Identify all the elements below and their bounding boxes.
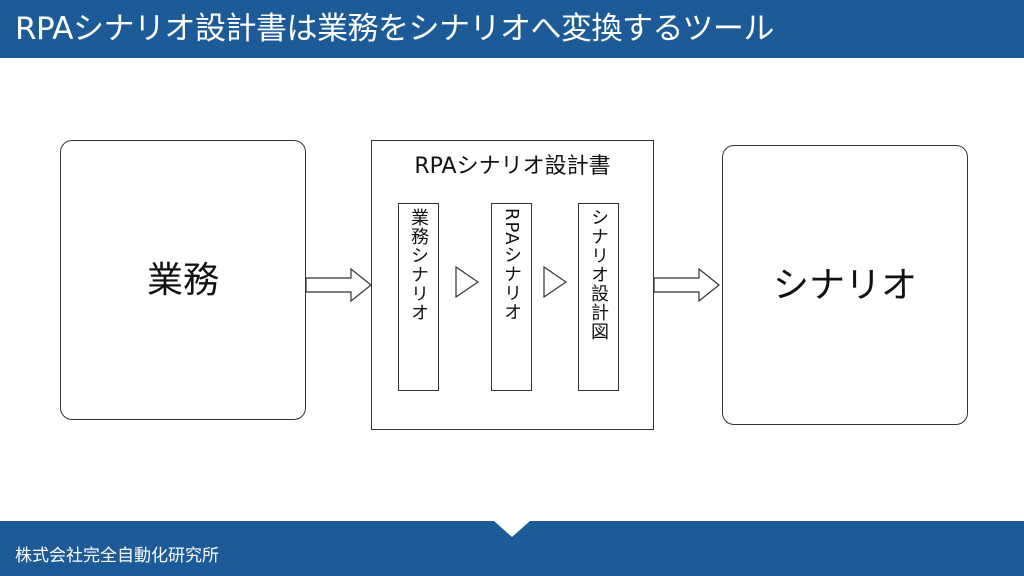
slide-title: RPAシナリオ設計書は業務をシナリオへ変換するツール xyxy=(15,11,774,47)
play-triangle-icon xyxy=(543,266,567,298)
scenario-label: シナリオ xyxy=(772,265,917,306)
step-scenario-blueprint: シナリオ設計図 xyxy=(578,203,619,391)
step-rpa-scenario-label: RPAシナリオ xyxy=(501,208,522,322)
header-bar: RPAシナリオ設計書は業務をシナリオへ変換するツール xyxy=(0,0,1024,58)
step-business-scenario: 業務シナリオ xyxy=(398,203,439,391)
step-business-scenario-label: 業務シナリオ xyxy=(408,208,429,322)
play-triangle-icon xyxy=(455,266,479,298)
business-label: 業務 xyxy=(146,260,219,301)
design-document-title: RPAシナリオ設計書 xyxy=(414,154,611,179)
right-arrow-icon xyxy=(653,268,720,302)
footer-notch xyxy=(494,521,530,537)
step-scenario-blueprint-label: シナリオ設計図 xyxy=(588,208,609,341)
company-name: 株式会社完全自動化研究所 xyxy=(15,546,219,566)
step-rpa-scenario: RPAシナリオ xyxy=(491,203,532,391)
right-arrow-icon xyxy=(305,268,372,302)
design-document-box: RPAシナリオ設計書 業務シナリオ RPAシナリオ シナリオ設計図 xyxy=(371,140,654,430)
scenario-box: シナリオ xyxy=(722,145,968,425)
business-box: 業務 xyxy=(60,140,306,420)
